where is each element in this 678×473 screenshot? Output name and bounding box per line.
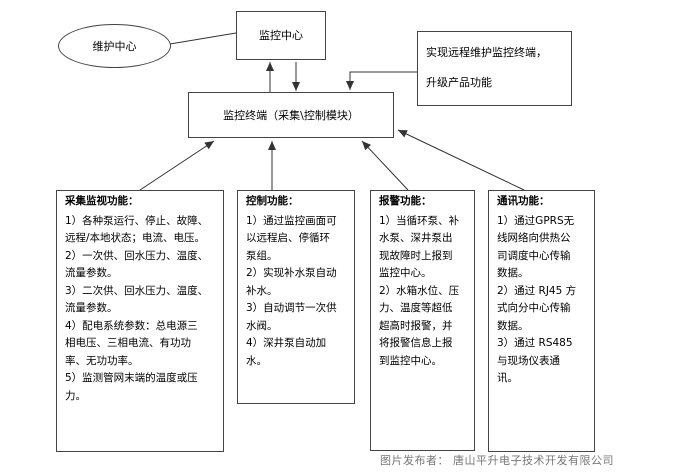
list-item: 到监控中心。 xyxy=(379,354,442,367)
list-item: 2）水箱水位、压 xyxy=(379,284,460,297)
list-item: 与现场仪表通 xyxy=(497,354,560,367)
panel-control-list: 1）通过监控画面可 以远程启、停循环 泵组。 2）实现补水泵自动 补水。 3）自… xyxy=(246,213,348,371)
panel-acquisition-title: 采集监视功能： xyxy=(65,195,139,207)
panel-acquisition: 采集监视功能： 1）各种泵运行、停止、故障、 远程/本地状态；电流、电压。 2）… xyxy=(56,190,224,452)
link-maintenance-to-center xyxy=(169,32,237,45)
panel-communication-title: 通讯功能： xyxy=(497,195,550,207)
node-remote-maintenance-note: 实现远程维护监控终端， 升级产品功能 xyxy=(417,31,572,106)
list-item: 4）深井泵自动加 xyxy=(246,337,327,349)
arrow-panel-3-to-terminal xyxy=(361,140,409,191)
arrow-remote-to-terminal xyxy=(346,71,417,90)
list-item: 数据。 xyxy=(497,267,529,279)
panel-alarm: 报警功能： 1）当循环泵、补 水泵、深井泵出 现故障时上报到 监控中心。 2）水… xyxy=(370,190,475,451)
list-item: 水。 xyxy=(246,354,267,367)
list-item: 司调度中心传输 xyxy=(497,249,571,262)
list-item: 1）通过监控画面可 xyxy=(246,214,337,227)
list-item: 将报警信息上报 xyxy=(379,337,453,349)
arrow-panel-1-to-terminal xyxy=(139,140,215,191)
list-item: 监控中心。 xyxy=(379,267,432,279)
list-item: 1）各种泵运行、停止、故障、 xyxy=(65,214,209,227)
list-item: 超高时报警，并 xyxy=(379,319,453,332)
node-monitor-center-label: 监控中心 xyxy=(259,29,303,42)
list-item: 相电压、三相电流、有功功 xyxy=(65,337,191,349)
list-item: 泵组。 xyxy=(246,249,278,262)
list-item: 讯。 xyxy=(497,372,518,384)
list-item: 4）配电系统参数：总电源三 xyxy=(65,319,198,332)
list-item: 线网络向供热公 xyxy=(497,232,571,244)
panel-acquisition-list: 1）各种泵运行、停止、故障、 远程/本地状态；电流、电压。 2）一次供、回水压力… xyxy=(65,213,217,406)
panel-communication: 通讯功能： 1）通过GPRS无 线网络向供热公 司调度中心传输 数据。 2）通过… xyxy=(488,190,595,452)
list-item: 以远程启、停循环 xyxy=(246,232,330,244)
list-item: 水阀。 xyxy=(246,319,278,332)
list-item: 水泵、深井泵出 xyxy=(379,232,453,244)
publisher-caption: 图片发布者： 唐山平升电子技术开发有限公司 xyxy=(380,454,614,467)
list-item: 1）通过GPRS无 xyxy=(497,214,575,227)
list-item: 3）自动调节一次供 xyxy=(246,302,337,314)
list-item: 3）二次供、回水压力、温度、 xyxy=(65,284,209,297)
list-item: 率、无功功率。 xyxy=(65,354,139,367)
panel-communication-list: 1）通过GPRS无 线网络向供热公 司调度中心传输 数据。 2）通过 RJ45 … xyxy=(497,213,588,388)
list-item: 3）通过 RS485 xyxy=(497,337,573,349)
list-item: 5）监测管网末端的温度或压 xyxy=(65,372,198,384)
panel-control: 控制功能： 1）通过监控画面可 以远程启、停循环 泵组。 2）实现补水泵自动 补… xyxy=(237,190,355,404)
list-item: 流量参数。 xyxy=(65,267,118,279)
list-item: 力。 xyxy=(65,389,86,402)
list-item: 力、温度等超低 xyxy=(379,302,453,314)
list-item: 2）通过 RJ45 方 xyxy=(497,284,577,297)
list-item: 流量参数。 xyxy=(65,302,118,314)
list-item: 1）当循环泵、补 xyxy=(379,214,460,227)
list-item: 2）实现补水泵自动 xyxy=(246,267,337,279)
remote-note-line-1: 实现远程维护监控终端， xyxy=(426,46,547,59)
arrow-panel-4-to-terminal xyxy=(397,129,525,191)
node-monitor-center: 监控中心 xyxy=(236,11,326,60)
panel-alarm-list: 1）当循环泵、补 水泵、深井泵出 现故障时上报到 监控中心。 2）水箱水位、压 … xyxy=(379,213,468,371)
list-item: 补水。 xyxy=(246,284,278,297)
node-monitor-terminal: 监控终端（采集\控制模块） xyxy=(188,92,394,138)
remote-note-line-2: 升级产品功能 xyxy=(426,76,492,89)
node-monitor-terminal-label: 监控终端（采集\控制模块） xyxy=(223,108,359,122)
list-item: 式向分中心传输 xyxy=(497,302,571,314)
panel-control-title: 控制功能： xyxy=(246,195,299,207)
list-item: 数据。 xyxy=(497,319,529,332)
node-maintenance-center: 维护中心 xyxy=(58,24,171,68)
list-item: 2）一次供、回水压力、温度、 xyxy=(65,249,209,262)
panel-alarm-title: 报警功能： xyxy=(379,195,432,207)
list-item: 现故障时上报到 xyxy=(379,249,453,262)
node-maintenance-center-label: 维护中心 xyxy=(92,40,137,53)
list-item: 远程/本地状态；电流、电压。 xyxy=(65,232,206,244)
